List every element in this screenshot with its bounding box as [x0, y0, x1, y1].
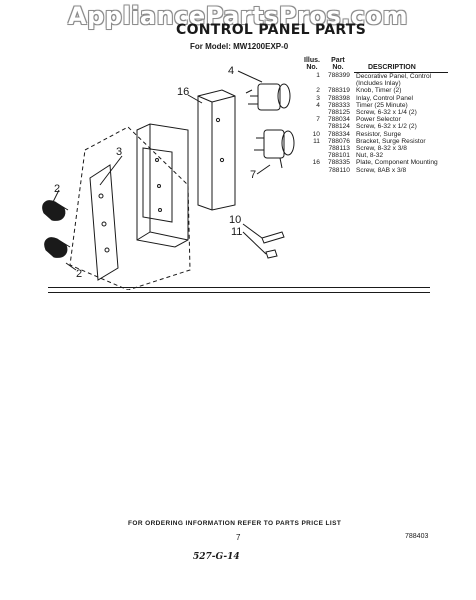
callout-16: 16 [177, 86, 189, 98]
knob-lower [44, 237, 71, 258]
exploded-parts-diagram: 2 2 3 4 7 10 11 16 [42, 65, 295, 290]
divider-line-top [48, 287, 430, 288]
document-number: 788403 [405, 533, 429, 540]
callout-2-lower: 2 [76, 268, 82, 280]
divider-line-bottom [48, 292, 430, 293]
illus-header: Illus. No. [304, 57, 320, 72]
knob-upper [42, 200, 69, 221]
callout-10: 10 [229, 214, 241, 226]
part-header: Part No. [331, 57, 345, 72]
callout-3: 3 [116, 146, 122, 158]
ordering-note: FOR ORDERING INFORMATION REFER TO PARTS … [128, 520, 342, 527]
power-selector-part [254, 129, 295, 169]
surge-resistor [261, 231, 285, 244]
callout-2-upper: 2 [54, 183, 60, 195]
description-header: DESCRIPTION [353, 57, 448, 73]
handwritten-code: 527-G-14 [193, 552, 240, 562]
model-line: For Model: MW1200EXP-0 [190, 42, 289, 51]
decorative-panel [197, 89, 236, 211]
inlay [89, 164, 119, 281]
callout-4: 4 [228, 65, 234, 77]
watermark: AppliancePartsPros.com [68, 2, 408, 30]
page-number: 7 [236, 533, 241, 542]
callout-11: 11 [231, 226, 242, 238]
panel-outline [69, 126, 191, 290]
callout-7: 7 [250, 169, 256, 181]
surge-bracket [265, 249, 278, 259]
timer-part [245, 83, 291, 111]
page-title: CONTROL PANEL PARTS [176, 22, 367, 38]
